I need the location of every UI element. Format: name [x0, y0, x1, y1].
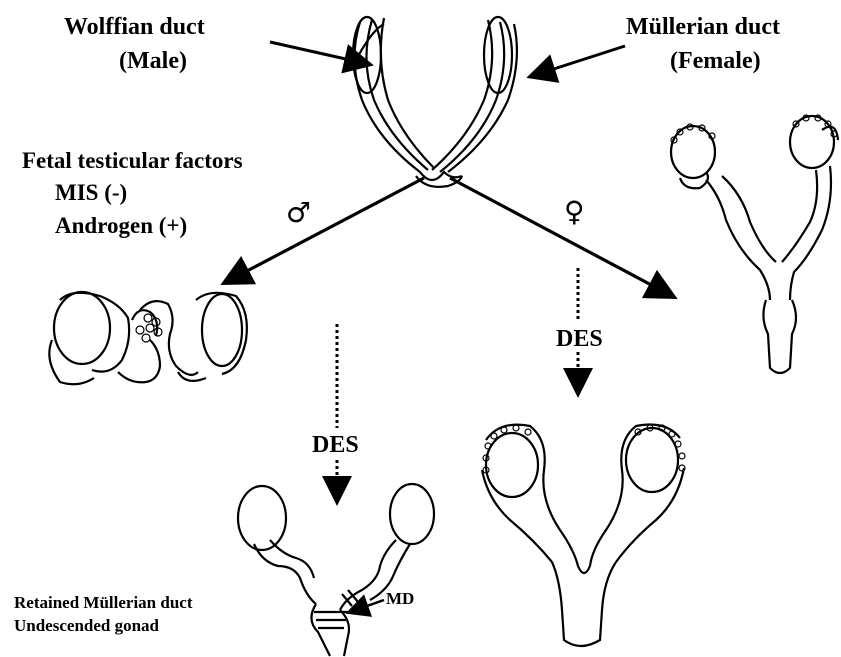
fetal-factors-label: Fetal testicular factors: [22, 148, 243, 173]
mullerian-duct-label: Müllerian duct: [626, 14, 780, 40]
mis-label: MIS (-): [55, 180, 127, 205]
des-male-tract: [238, 484, 434, 656]
normal-male-tract-texture: [136, 314, 162, 342]
normal-male-tract: [49, 292, 247, 384]
normal-female-tract-texture: [671, 115, 837, 143]
mullerian-female-label: (Female): [670, 48, 761, 74]
female-pathway-arrow: [450, 178, 672, 296]
normal-female-tract: [671, 116, 838, 373]
indifferent-duct-system: [353, 17, 517, 187]
des-female-label: DES: [556, 326, 603, 352]
wolffian-duct-label: Wolffian duct: [64, 14, 205, 40]
md-pointer: [350, 600, 384, 612]
retained-mullerian-label: Retained Müllerian duct: [14, 594, 193, 613]
des-male-label: DES: [312, 432, 359, 458]
label-pointers: [270, 42, 625, 76]
md-label: MD: [386, 590, 414, 609]
male-symbol: ♂: [286, 196, 311, 229]
female-symbol: ♀: [564, 195, 585, 228]
des-female-tract: [482, 425, 684, 647]
undescended-gonad-label: Undescended gonad: [14, 617, 159, 636]
wolffian-male-label: (Male): [119, 48, 187, 74]
androgen-label: Androgen (+): [55, 213, 187, 238]
male-pathway-arrow: [226, 178, 424, 282]
des-arrows: [337, 268, 578, 500]
mullerian-pointer-arrow: [532, 46, 625, 76]
